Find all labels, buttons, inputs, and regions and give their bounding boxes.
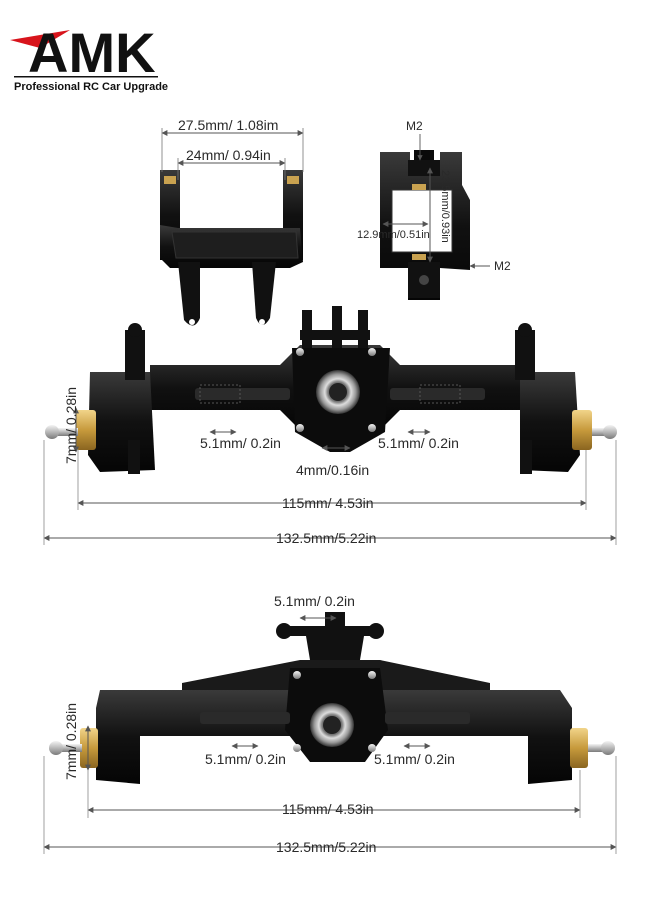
front-right-hex xyxy=(572,410,592,450)
front-total-length-label: 132.5mm/5.22in xyxy=(276,530,377,546)
rear-axle-dimensions xyxy=(43,615,617,854)
logo-swoosh xyxy=(10,30,70,48)
front-hub-height-label: 7mm/ 0.28in xyxy=(63,386,79,464)
mount-inner-width-label: 24mm/ 0.94in xyxy=(186,147,271,163)
logo-text: AMK xyxy=(28,21,156,84)
rear-left-hex xyxy=(80,728,98,768)
logo-rule xyxy=(14,76,158,78)
brand-logo: AMK Professional RC Car Upgrade xyxy=(10,21,168,93)
rear-left-gap-label: 5.1mm/ 0.2in xyxy=(205,751,286,767)
rear-inner-length-label: 115mm/ 4.53in xyxy=(282,801,374,817)
front-inner-length-label: 115mm/ 4.53in xyxy=(282,495,374,511)
link-bracket xyxy=(380,150,470,300)
rear-top-gap-label: 5.1mm/ 0.2in xyxy=(274,593,355,609)
front-left-hex xyxy=(76,410,96,450)
rear-axle xyxy=(49,612,615,784)
logo-tagline: Professional RC Car Upgrade xyxy=(14,81,168,93)
rear-right-gap-label: 5.1mm/ 0.2in xyxy=(374,751,455,767)
front-left-gap-label: 5.1mm/ 0.2in xyxy=(200,435,281,451)
front-axle xyxy=(45,306,617,474)
front-right-gap-label: 5.1mm/ 0.2in xyxy=(378,435,459,451)
rear-right-hex xyxy=(570,728,588,768)
mount-dimensions xyxy=(161,128,304,180)
bracket-dimensions xyxy=(382,134,490,269)
rear-total-length-label: 132.5mm/5.22in xyxy=(276,839,377,855)
servo-mount xyxy=(160,170,303,326)
front-axle-dimensions xyxy=(43,407,617,545)
bracket-height-label: 23.5mm/0.93in xyxy=(439,170,451,243)
rear-hub-height-label: 7mm/ 0.28in xyxy=(63,702,79,780)
bracket-bottom-screw-label: M2 xyxy=(494,259,511,273)
bracket-width-label: 12.9mm/0.51in xyxy=(357,229,430,241)
mount-outer-width-label: 27.5mm/ 1.08im xyxy=(178,117,279,133)
front-center-label: 4mm/0.16in xyxy=(296,462,370,478)
bracket-top-screw-label: M2 xyxy=(406,119,423,133)
